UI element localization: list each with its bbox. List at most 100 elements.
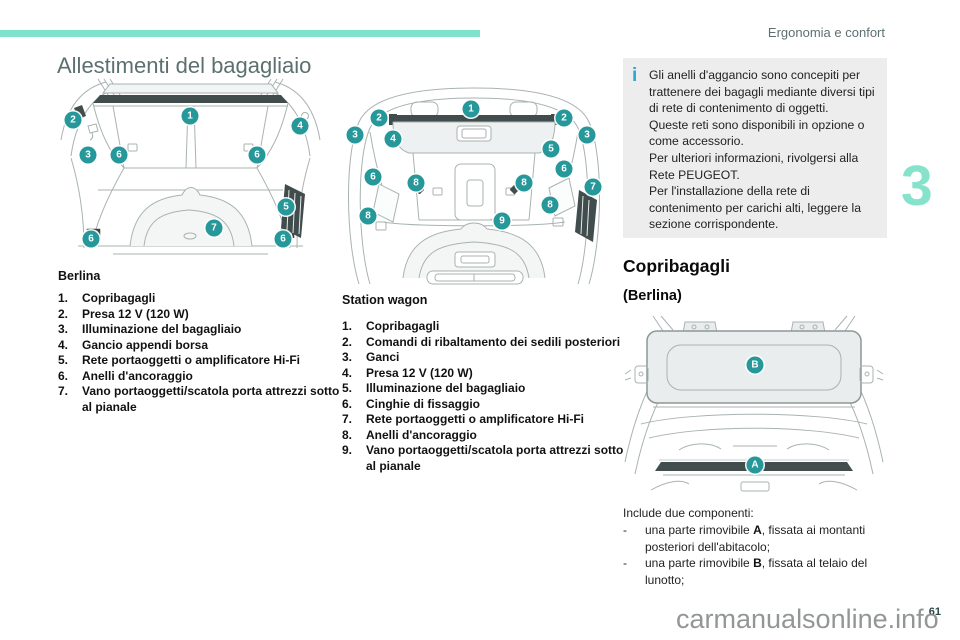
list-item-text: Illuminazione del bagagliaio [366, 381, 526, 395]
callout-2: 2 [370, 109, 388, 127]
list-item-text: Vano portaoggetti/scatola porta attrezzi… [82, 384, 340, 414]
list-item: 2.Presa 12 V (120 W) [58, 307, 348, 323]
bullet-dash: - [623, 556, 627, 570]
list-item-number: 2. [342, 334, 353, 349]
callout-5: 5 [542, 140, 560, 158]
berlina-label: Berlina [58, 269, 101, 283]
callout-2: 2 [64, 111, 82, 129]
list-item: 4. Gancio appendi borsa [58, 338, 348, 354]
list-item: 3.Illuminazione del bagagliaio [58, 322, 348, 338]
callout-1: 1 [462, 100, 480, 118]
list-item-number: 8. [342, 427, 353, 442]
callout-6: 6 [364, 168, 382, 186]
chapter-number-tab: 3 [901, 154, 933, 218]
list-item: 6.Anelli d'ancoraggio [58, 369, 348, 385]
bullet-text-pre: una parte rimovibile [645, 556, 754, 570]
list-item: 1. Copribagagli [342, 319, 632, 335]
list-item-number: 7. [342, 412, 353, 426]
component-key-b: B [753, 556, 762, 570]
section-heading-copribagagli: Copribagagli [623, 256, 730, 276]
list-item-number: 4. [342, 365, 353, 380]
bullet-text-pre: una parte rimovibile [645, 523, 754, 537]
list-item-number: 5. [342, 381, 353, 395]
page-number: 61 [928, 606, 941, 618]
info-box: i Gli anelli d'aggancio sono concepiti p… [623, 58, 887, 238]
station-wagon-feature-list: 1. Copribagagli 2. Comandi di ribaltamento … [342, 319, 632, 474]
info-text-line: Queste reti sono disponibili in opzione … [649, 117, 865, 149]
callout-9: 9 [493, 212, 511, 230]
callout-8: 8 [541, 196, 559, 214]
bullet-text-post: , fissata al telaio del lunotto; [645, 556, 868, 587]
list-item: 1. Copribagagli [58, 291, 348, 307]
callout-6: 6 [555, 160, 573, 178]
list-item-number: 7. [58, 384, 69, 398]
callout-6: 6 [82, 230, 100, 248]
callout-8: 8 [359, 207, 377, 225]
callout-B: B [746, 356, 764, 374]
list-item-text: Rete portaoggetti o amplificatore Hi-Fi [366, 412, 585, 426]
list-item-text: Copribagagli [366, 319, 440, 333]
list-item-number: 9. [342, 443, 353, 457]
list-item-number: 4. [58, 337, 69, 352]
list-item: 2. Comandi di ribaltamento dei sedili pos… [342, 335, 632, 351]
list-item: 6.Cinghie di fissaggio [342, 397, 632, 413]
watermark: carmanualsonline.info [676, 604, 939, 634]
list-item: 7. Rete portaoggetti o amplificatore Hi-F… [342, 412, 632, 428]
bullet-dash: - [623, 523, 627, 537]
callout-2: 2 [555, 109, 573, 127]
list-item-number: 5. [58, 353, 69, 367]
bullet-text: una parte rimovibile A, fissata ai monta… [645, 522, 898, 555]
callout-A: A [746, 456, 764, 474]
list-item: 3.Ganci [342, 350, 632, 366]
list-item-number: 6. [342, 396, 353, 411]
bullet-item: - una parte rimovibile B, fissata al tel… [623, 555, 898, 588]
list-item-number: 1. [342, 319, 353, 333]
callout-3: 3 [346, 126, 364, 144]
list-item-text: Rete portaoggetti o amplificatore Hi-Fi [82, 353, 301, 367]
callout-6: 6 [274, 230, 292, 248]
callout-4: 4 [291, 117, 309, 135]
components-intro: Include due componenti: [623, 506, 754, 520]
list-item-text: Copribagagli [82, 291, 156, 305]
berlina-trunk-lineart [60, 78, 321, 255]
list-item-number: 2. [58, 306, 69, 321]
list-item-text: Gancio appendi borsa [82, 337, 209, 352]
bullet-item: - una parte rimovibile A, fissata ai mon… [623, 522, 898, 555]
station-wagon-label: Station wagon [342, 293, 428, 307]
page-title: Allestimenti del bagagliaio [57, 53, 312, 78]
component-key-a: A [753, 523, 762, 537]
list-item: 4.Presa 12 V (120 W) [342, 366, 632, 382]
callout-3: 3 [578, 126, 596, 144]
section-subheading-berlina: (Berlina) [623, 288, 682, 304]
callout-7: 7 [584, 178, 602, 196]
callout-3: 3 [79, 146, 97, 164]
info-text-line: Per ulteriori informazioni, rivolgersi a… [649, 150, 859, 182]
bullet-text-post: , fissata ai montanti posteriori dell'ab… [645, 523, 866, 554]
callout-7: 7 [205, 219, 223, 237]
callout-5: 5 [277, 198, 295, 216]
info-text-line: Per l'installazione della rete di conten… [649, 184, 862, 232]
callout-4: 4 [384, 130, 402, 148]
list-item-text: Anelli d'ancoraggio [82, 368, 193, 383]
list-item-text: Comandi di ribaltamento dei sedili poste… [366, 334, 621, 349]
list-item-text: Ganci [366, 350, 400, 364]
callout-1: 1 [181, 107, 199, 125]
list-item: 7. Vano portaoggetti/scatola porta attrez… [58, 384, 348, 415]
callout-6: 6 [248, 146, 266, 164]
list-item-number: 1. [58, 291, 69, 305]
chapter-header: Ergonomia e confort [767, 25, 885, 40]
callout-8: 8 [515, 174, 533, 192]
list-item: 5. Illuminazione del bagagliaio [342, 381, 632, 397]
list-item-text: Anelli d'ancoraggio [366, 427, 477, 442]
berlina-feature-list: 1. Copribagagli 2.Presa 12 V (120 W)3.Illu… [58, 291, 348, 415]
list-item-text: Vano portaoggetti/scatola porta attrezzi… [366, 443, 624, 473]
list-item: 9. Vano portaoggetti/scatola porta attrez… [342, 443, 632, 474]
callout-8: 8 [407, 174, 425, 192]
list-item-text: Illuminazione del bagagliaio [82, 322, 242, 336]
accent-rule [0, 30, 480, 37]
list-item: 8. Anelli d'ancoraggio [342, 428, 632, 444]
